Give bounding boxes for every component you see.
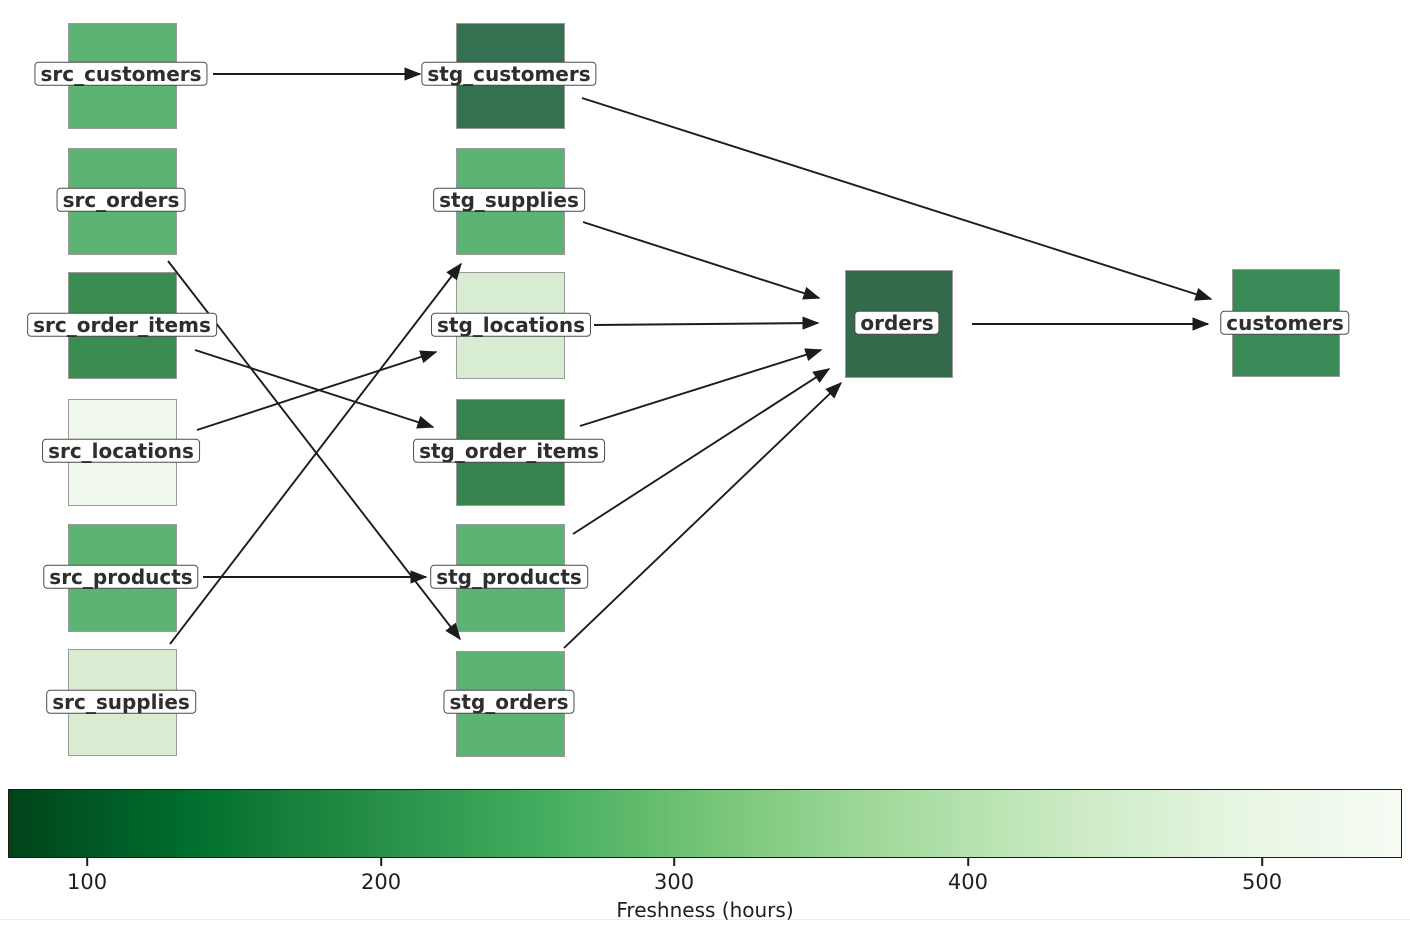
colorbar-tick-label-200: 200 [360,870,402,894]
colorbar-tick-label-500: 500 [1241,870,1283,894]
colorbar-tick-mark-100 [86,858,88,866]
colorbar-tick-label-400: 400 [947,870,988,894]
colorbar-tick-label-300: 300 [654,870,695,894]
edge-stg_order_items-to-orders [579,348,823,427]
freshness-colorbar [8,789,1402,858]
edge-stg_orders-to-orders [563,381,843,649]
colorbar-tick-label-100: 100 [66,870,108,894]
node-label-src_customers: src_customers [34,61,208,87]
node-label-stg_locations: stg_locations [430,312,592,338]
colorbar-tick-mark-300 [673,858,675,866]
colorbar-tick-mark-400 [967,858,969,866]
node-label-stg_orders: stg_orders [443,689,575,715]
edge-stg_products-to-orders [572,368,831,535]
colorbar-tick-mark-500 [1261,858,1263,866]
node-label-stg_products: stg_products [430,564,588,590]
edge-src_supplies-to-stg_supplies [169,262,462,645]
node-label-stg_customers: stg_customers [421,61,597,87]
edge-src_locations-to-stg_locations [196,350,438,431]
colorbar-tick-mark-200 [380,858,382,866]
edge-stg_customers-to-customers [581,97,1213,301]
node-label-src_products: src_products [43,564,199,590]
node-label-customers: customers [1220,310,1350,336]
node-label-src_order_items: src_order_items [27,312,217,338]
edge-stg_locations-to-orders [593,316,820,330]
node-label-stg_order_items: stg_order_items [413,438,605,464]
edge-src_order_items-to-stg_order_items [194,349,435,429]
node-label-orders: orders [854,310,940,336]
node-label-stg_supplies: stg_supplies [433,187,585,213]
node-label-src_supplies: src_supplies [46,689,196,715]
node-label-src_orders: src_orders [56,187,186,213]
node-label-src_locations: src_locations [42,438,200,464]
figure-bottom-hairline [0,919,1410,920]
edge-stg_supplies-to-orders [582,221,821,300]
colorbar-axis-label: Freshness (hours) [616,898,794,922]
